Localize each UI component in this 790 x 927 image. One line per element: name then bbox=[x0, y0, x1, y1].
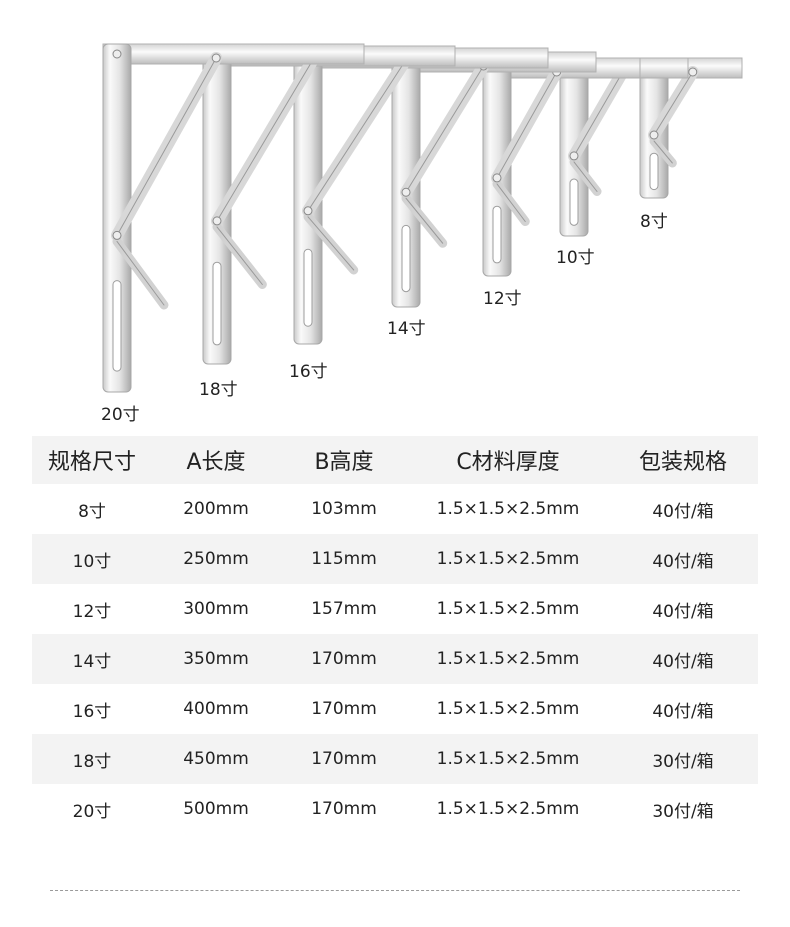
cell-size: 10寸 bbox=[32, 534, 152, 584]
cell-b-height: 115mm bbox=[280, 534, 408, 584]
cell-packaging: 30付/箱 bbox=[652, 801, 714, 822]
size-label-14: 14寸 bbox=[387, 319, 426, 339]
cell-c-thickness: 1.5×1.5×2.5mm bbox=[408, 534, 608, 584]
cell-c-thickness: 1.5×1.5×2.5mm bbox=[436, 799, 580, 819]
header-c-thickness: C材料厚度 bbox=[408, 436, 608, 484]
cell-c-thickness: 1.5×1.5×2.5mm bbox=[436, 499, 580, 519]
cell-b-height: 170mm bbox=[311, 799, 377, 819]
cell-b-height: 157mm bbox=[311, 599, 377, 619]
cell-size: 8寸 bbox=[78, 501, 106, 522]
cell-packaging: 40付/箱 bbox=[608, 534, 758, 584]
cell-packaging: 40付/箱 bbox=[652, 501, 714, 522]
dashed-divider bbox=[50, 890, 740, 891]
bracket-20 bbox=[102, 43, 365, 393]
cell-a-length: 400mm bbox=[183, 699, 249, 719]
size-label-16: 16寸 bbox=[289, 362, 328, 382]
cell-packaging: 30付/箱 bbox=[608, 734, 758, 784]
cell-a-length: 200mm bbox=[183, 499, 249, 519]
cell-b-height: 170mm bbox=[280, 634, 408, 684]
cell-b-height: 170mm bbox=[280, 734, 408, 784]
bracket-10 bbox=[559, 57, 689, 237]
cell-a-length: 350mm bbox=[152, 634, 280, 684]
cell-a-length: 450mm bbox=[152, 734, 280, 784]
spec-table-header-row: 规格尺寸 A长度 B高度 C材料厚度 包装规格 bbox=[32, 436, 758, 484]
cell-a-length: 500mm bbox=[183, 799, 249, 819]
cell-b-height: 103mm bbox=[311, 499, 377, 519]
spec-table: 规格尺寸 A长度 B高度 C材料厚度 包装规格 8寸 200mm 103mm 1.5×… bbox=[32, 436, 758, 834]
table-row: 12寸 300mm 157mm 1.5×1.5×2.5mm 40付/箱 bbox=[32, 584, 758, 634]
size-label-20: 20寸 bbox=[101, 405, 140, 425]
cell-size: 20寸 bbox=[72, 801, 112, 822]
cell-size: 12寸 bbox=[72, 601, 112, 622]
cell-a-length: 250mm bbox=[152, 534, 280, 584]
size-label-18: 18寸 bbox=[199, 380, 238, 400]
cell-a-length: 300mm bbox=[183, 599, 249, 619]
cell-c-thickness: 1.5×1.5×2.5mm bbox=[436, 699, 580, 719]
header-a-length: A长度 bbox=[152, 436, 280, 484]
cell-packaging: 40付/箱 bbox=[652, 701, 714, 722]
header-b-height: B高度 bbox=[280, 436, 408, 484]
folding-brackets-image bbox=[102, 43, 743, 393]
cell-size: 18寸 bbox=[32, 734, 152, 784]
table-row: 16寸 400mm 170mm 1.5×1.5×2.5mm 40付/箱 bbox=[32, 684, 758, 734]
header-packaging: 包装规格 bbox=[608, 436, 758, 484]
cell-size: 14寸 bbox=[32, 634, 152, 684]
size-label-12: 12寸 bbox=[483, 289, 522, 309]
size-label-8: 8寸 bbox=[640, 212, 668, 232]
cell-size: 16寸 bbox=[72, 701, 112, 722]
bracket-8 bbox=[639, 57, 743, 199]
table-row: 20寸 500mm 170mm 1.5×1.5×2.5mm 30付/箱 bbox=[32, 784, 758, 834]
header-size: 规格尺寸 bbox=[32, 436, 152, 484]
size-label-10: 10寸 bbox=[556, 248, 595, 268]
cell-b-height: 170mm bbox=[311, 699, 377, 719]
cell-packaging: 40付/箱 bbox=[608, 634, 758, 684]
cell-packaging: 40付/箱 bbox=[652, 601, 714, 622]
table-row: 8寸 200mm 103mm 1.5×1.5×2.5mm 40付/箱 bbox=[32, 484, 758, 534]
cell-c-thickness: 1.5×1.5×2.5mm bbox=[436, 599, 580, 619]
cell-c-thickness: 1.5×1.5×2.5mm bbox=[408, 634, 608, 684]
cell-c-thickness: 1.5×1.5×2.5mm bbox=[408, 734, 608, 784]
